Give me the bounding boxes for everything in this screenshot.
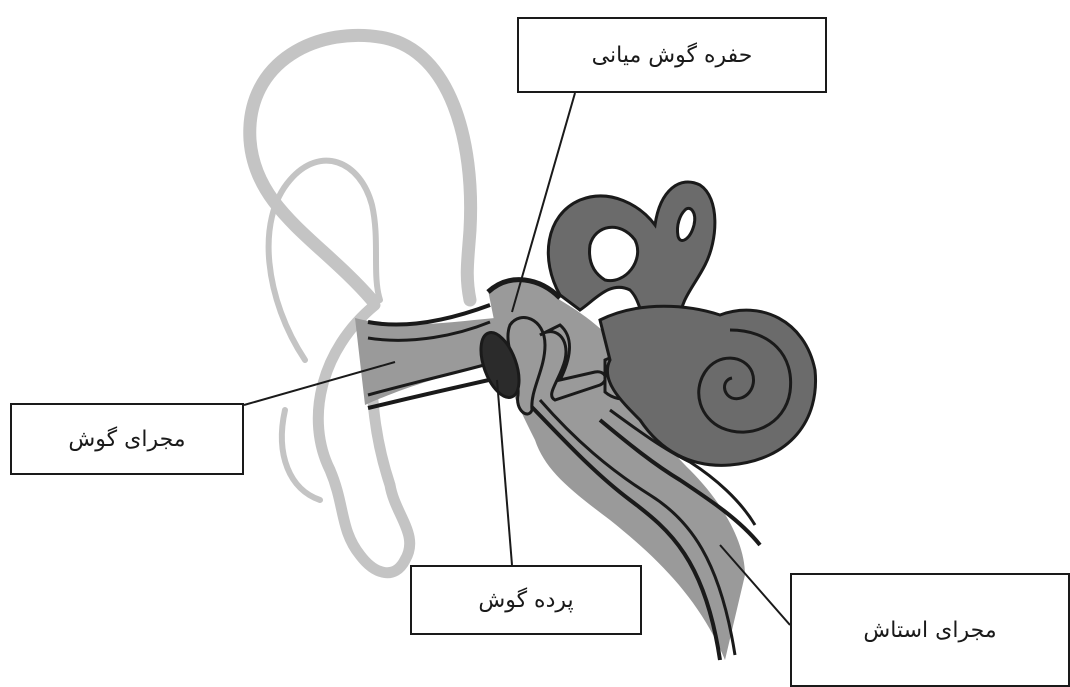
leader-line-eardrum xyxy=(497,380,512,565)
label-ear-canal-text: مجرای گوش xyxy=(68,427,185,452)
label-middle-ear-cavity: حفره گوش میانی xyxy=(517,17,827,93)
label-ear-canal: مجرای گوش xyxy=(10,403,244,475)
label-eardrum: پرده گوش xyxy=(410,565,642,635)
label-eardrum-text: پرده گوش xyxy=(478,588,573,613)
label-middle-ear-cavity-text: حفره گوش میانی xyxy=(592,43,753,68)
pinna xyxy=(250,35,471,572)
label-eustachian-tube-text: مجرای استاش xyxy=(863,618,996,643)
label-eustachian-tube: مجرای استاش xyxy=(790,573,1070,687)
